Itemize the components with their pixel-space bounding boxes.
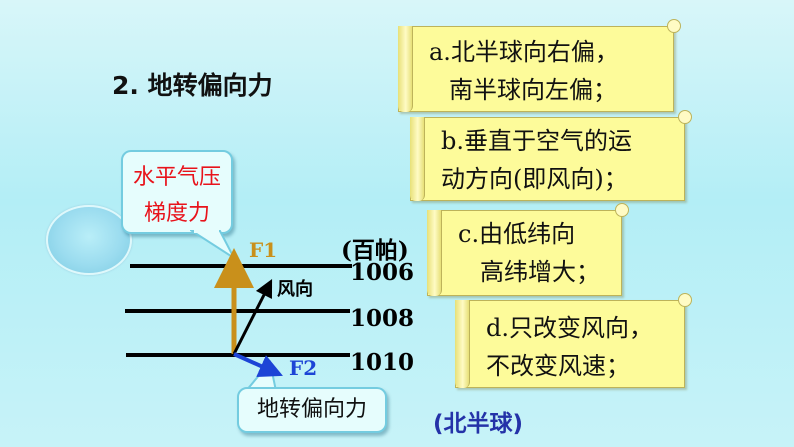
page-title: 2. 地转偏向力 (112, 71, 273, 100)
note-c: c.由低纬向 高纬增大； (427, 203, 629, 296)
note-a-line2: 南半球向左偏； (449, 76, 617, 104)
note-b-line1: b.垂直于空气的运 (441, 127, 632, 155)
pgf-callout-line1: 水平气压 (132, 165, 221, 190)
note-c-line1: c.由低纬向 (458, 220, 576, 248)
note-a-line1: a.北半球向右偏， (429, 38, 619, 66)
note-c-line2: 高纬增大； (480, 258, 600, 286)
isobar-1008 (125, 309, 350, 313)
f2-label: F2 (289, 356, 318, 380)
note-b-line2: 动方向(即风向)； (441, 165, 628, 193)
isobar-label-1008: 1008 (350, 305, 415, 332)
note-d-line1: d.只改变风向， (486, 314, 653, 342)
f1-label: F1 (249, 238, 278, 262)
note-d: d.只改变风向， 不改变风速； (455, 293, 692, 388)
isobar-label-1006: 1006 (350, 259, 415, 286)
wind-direction-arrow (232, 278, 273, 355)
decorative-bubble (46, 205, 132, 275)
hemisphere-label: (北半球) (433, 411, 524, 437)
isobar-label-1010: 1010 (350, 349, 415, 376)
pgf-callout-line2: 梯度力 (143, 201, 210, 226)
note-b: b.垂直于空气的运 动方向(即风向)； (410, 110, 692, 201)
note-a: a.北半球向右偏， 南半球向左偏； (398, 19, 681, 112)
pgf-callout: 水平气压 梯度力 (121, 150, 233, 234)
pressure-unit: (百帕) (341, 237, 409, 264)
note-d-line2: 不改变风速； (486, 352, 630, 380)
wind-label: 风向 (277, 279, 313, 300)
coriolis-callout-label: 地转偏向力 (256, 397, 367, 422)
coriolis-callout: 地转偏向力 (237, 387, 387, 433)
f2-arrow (233, 352, 283, 378)
